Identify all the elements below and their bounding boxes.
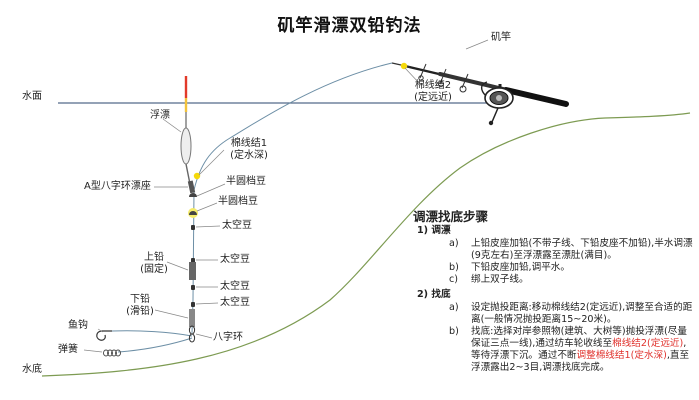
item-key: b) [449, 326, 459, 337]
section1-number: 1) [417, 225, 429, 236]
bank-contour [41, 112, 691, 377]
lower-sinker-note: (滑铅) [126, 306, 154, 317]
knot1-label: 棉线结1 (定水深) [222, 138, 276, 162]
leader-space4 [195, 302, 219, 305]
hook-label: 鱼钩 [68, 320, 88, 331]
section2-number: 2) [417, 289, 429, 300]
leader-stop2 [196, 202, 218, 212]
steps-heading: 调漂找底步骤 [413, 209, 489, 224]
item-key: c) [449, 274, 459, 285]
section1-item-a: a) 上铅皮座加铅(不带子线、下铅皮座不加铅),半水调漂(9克左右)至浮漂露至漂… [449, 238, 693, 262]
item-b-text-3: ,直至浮漂露出2~3目,调漂找底完成。 [471, 350, 690, 373]
float-seat-icon [187, 180, 196, 194]
knot2-note: (定远近) [414, 92, 452, 103]
leader-lower [154, 309, 189, 319]
leader-to-spring [117, 337, 193, 353]
knot1-name: 棉线结1 [230, 138, 268, 149]
leader-rod [465, 39, 489, 50]
upper-sinker-note: (固定) [140, 264, 168, 275]
water-surface-label: 水面 [22, 91, 42, 102]
leader-hook [97, 328, 104, 333]
lower-sinker-label: 下铅 (滑铅) [122, 294, 158, 318]
rod-label: 矶竿 [491, 32, 511, 43]
stop-bead-2-icon [189, 211, 197, 215]
float-seat-label: A型八字环漂座 [84, 181, 151, 192]
rod-icon [391, 62, 569, 107]
item-b-text-1: 找底:选择对岸参照物(建筑、大树等)抛投浮漂(尽量保证三点一线),通过纺车轮收线… [471, 326, 687, 349]
item-key: a) [449, 302, 459, 313]
leader-knot2 [404, 67, 421, 85]
lower-sinker-icon [189, 309, 195, 327]
float-label: 浮漂 [150, 110, 170, 121]
leader-float [162, 118, 182, 133]
section2-name: 找底 [431, 289, 451, 300]
float-icon [180, 76, 192, 185]
leader-spring [83, 349, 103, 353]
leader-knot1 [198, 149, 225, 176]
knot2-marker [400, 62, 408, 70]
lower-sinker-name: 下铅 [130, 294, 150, 305]
space-bead-1-label: 太空豆 [222, 220, 252, 231]
leader-space1 [195, 225, 221, 228]
section2-item-a: a) 设定抛投距离:移动棉线结2(定远近),调整至合适的距离(一般情况抛投距离1… [449, 302, 693, 326]
stop-bead-1-label: 半圆档豆 [226, 176, 266, 187]
section1-item-b: b) 下铅皮座加铅,调平水。 [449, 262, 693, 274]
upper-sinker-name: 上铅 [144, 252, 164, 263]
section2-title: 2) 找底 [417, 289, 693, 301]
swivel-label: 八字环 [213, 332, 243, 343]
item-text: 设定抛投距离:移动棉线结2(定远近),调整至合适的距离(一般情况抛投距离15~2… [471, 302, 693, 325]
section1-title: 1) 调漂 [417, 225, 693, 237]
hook-icon [96, 330, 112, 341]
spring-icon [103, 349, 121, 357]
item-key: b) [449, 262, 459, 273]
leader-swivel [195, 333, 213, 339]
upper-sinker-label: 上铅 (固定) [136, 252, 172, 276]
reel-icon [480, 81, 514, 126]
item-text: 下铅皮座加铅,调平水。 [471, 262, 570, 273]
space-bead-1-icon [191, 225, 195, 230]
space-bead-2-icon [191, 258, 195, 263]
section1-name: 调漂 [431, 225, 451, 236]
fishing-line [193, 62, 393, 191]
knot1-marker [193, 172, 201, 180]
swivel-icon [188, 325, 196, 343]
item-text: 上铅皮座加铅(不带子线、下铅皮座不加铅),半水调漂(9克左右)至浮漂露至漂肚(满… [471, 238, 693, 261]
diagram-title: 矶竿滑漂双铅钓法 [277, 16, 422, 36]
item-b-text-2: ,等待浮漂下沉。通过不断 [471, 338, 687, 361]
space-bead-2-label: 太空豆 [220, 254, 250, 265]
section1-item-c: c) 绑上双子线。 [449, 274, 693, 286]
leader-stop1 [196, 183, 226, 197]
water-bottom-label: 水底 [22, 364, 42, 375]
stop-bead-1-icon [189, 193, 197, 197]
item-key: a) [449, 238, 459, 249]
space-bead-3-label: 太空豆 [220, 281, 250, 292]
stop-bead-2-label: 半圆档豆 [218, 196, 258, 207]
leader-to-hook [111, 330, 193, 337]
knot1-note: (定水深) [230, 150, 268, 161]
space-bead-4-icon [191, 302, 195, 307]
leader-upper [166, 261, 189, 271]
section2-item-b: b) 找底:选择对岸参照物(建筑、大树等)抛投浮漂(尽量保证三点一线),通过纺车… [449, 326, 693, 374]
item-text: 绑上双子线。 [471, 274, 529, 285]
item-text: 找底:选择对岸参照物(建筑、大树等)抛投浮漂(尽量保证三点一线),通过纺车轮收线… [471, 326, 693, 374]
item-b-highlight-knot2: 棉线结2(定远近) [612, 338, 684, 349]
knot2-name: 棉线结2 [414, 80, 452, 91]
knot2-label: 棉线结2 (定远近) [405, 80, 461, 104]
steps-panel: 调漂找底步骤 1) 调漂 a) 上铅皮座加铅(不带子线、下铅皮座不加铅),半水调… [413, 209, 693, 374]
upper-sinker-icon [189, 262, 196, 280]
space-bead-3-icon [191, 285, 195, 290]
item-b-highlight-knot1: 调整棉线结1(定水深) [576, 350, 667, 361]
space-bead-4-label: 太空豆 [220, 297, 250, 308]
spring-label: 弹簧 [58, 344, 78, 355]
